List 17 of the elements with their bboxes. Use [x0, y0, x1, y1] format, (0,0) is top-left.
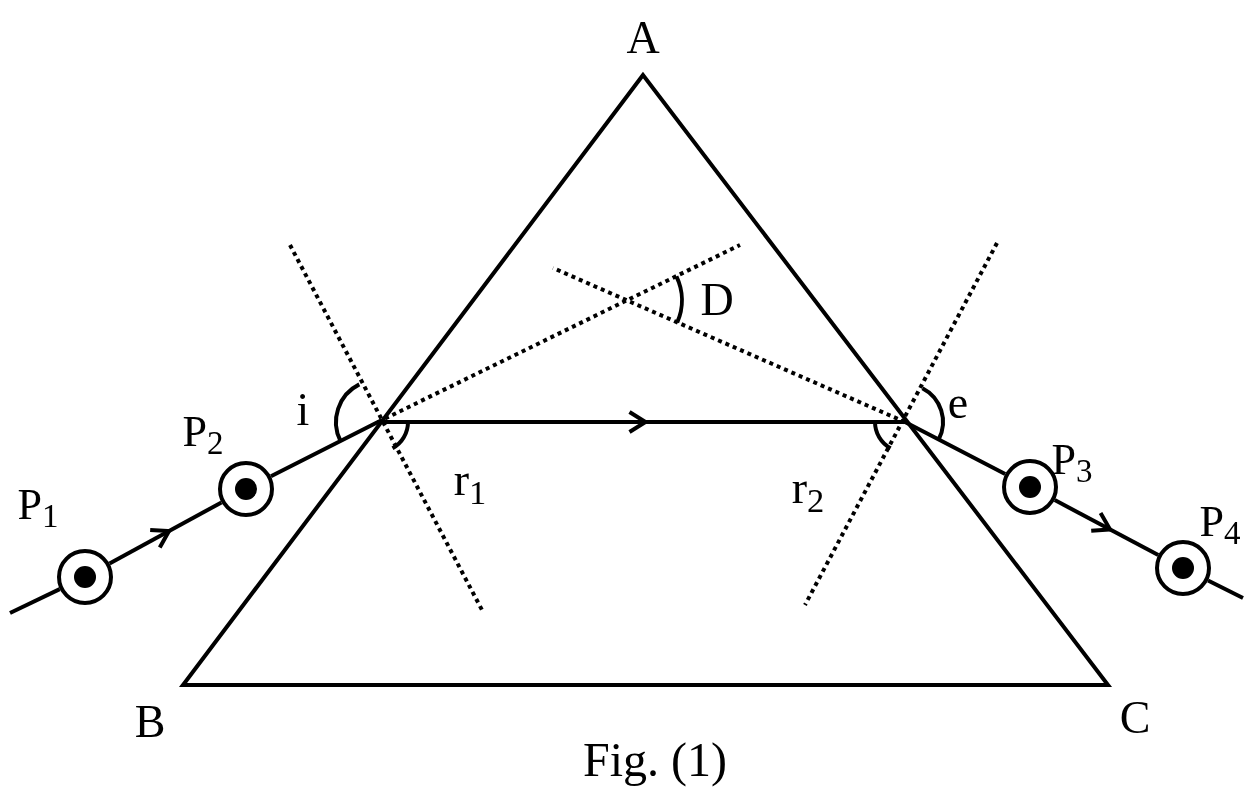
point-label: r$_{1}$ — [453, 457, 487, 503]
pin-label: P$_{3}$ — [1051, 438, 1093, 482]
pin-label: P$_{1}$ — [17, 483, 59, 527]
light-ray — [1053, 498, 1160, 557]
point-label: i — [296, 387, 310, 433]
point-label: e — [947, 380, 969, 426]
pin-label: P$_{2}$ — [182, 410, 224, 454]
light-ray — [9, 587, 61, 615]
light-ray — [108, 500, 223, 566]
pin-label: P$_{4}$ — [1199, 500, 1241, 544]
light-ray — [270, 410, 1007, 479]
point-label: r$_{2}$ — [791, 465, 825, 511]
light-ray — [1207, 578, 1244, 600]
point-label: C — [1119, 695, 1151, 741]
point-label: A — [626, 15, 660, 61]
point-label: B — [134, 699, 166, 745]
point-label: D — [700, 277, 734, 323]
